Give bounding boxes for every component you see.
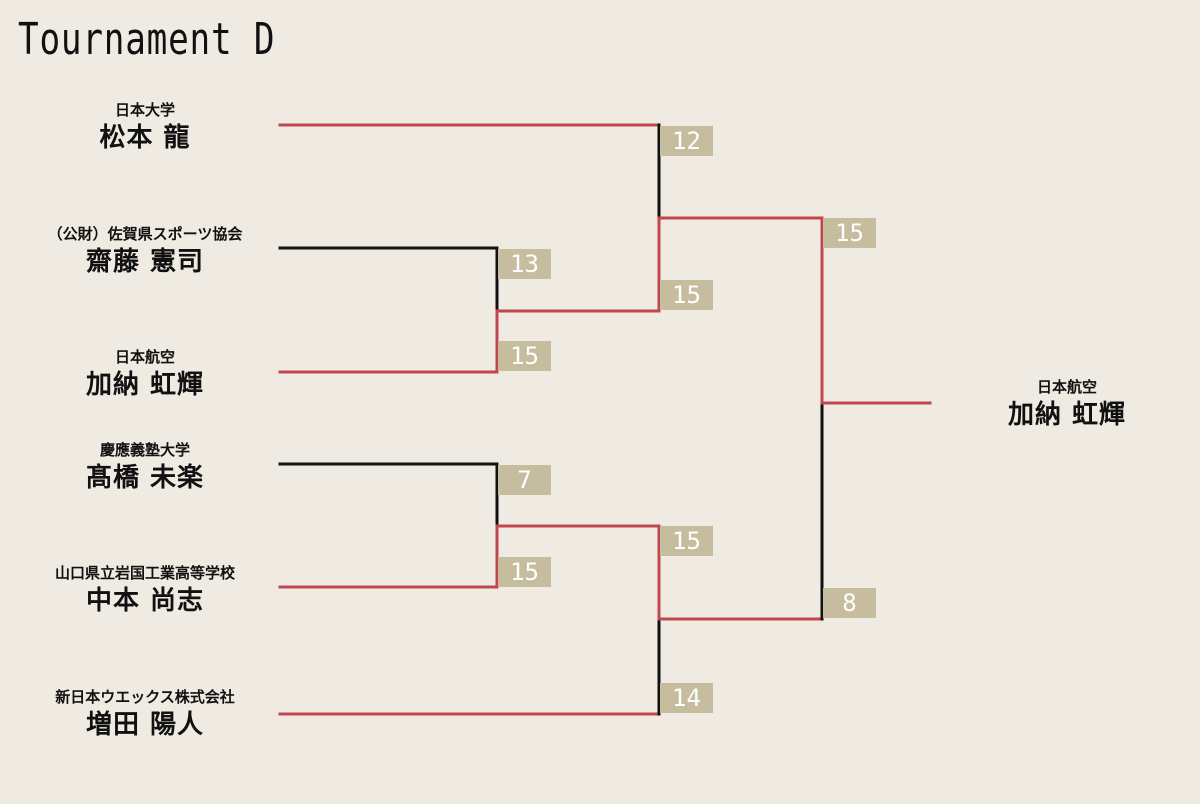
- player-org: 日本大学: [114, 101, 175, 119]
- score-final-bottom: 8: [823, 588, 876, 618]
- winner-org: 日本航空: [1036, 378, 1097, 396]
- player-1: 日本大学 松本 龍: [15, 100, 275, 156]
- score-r1-m2-top: 7: [498, 465, 551, 495]
- bracket-title: Tournament D: [18, 14, 276, 65]
- bracket-line-p2: [278, 246, 499, 313]
- player-name: 増田 陽人: [85, 710, 205, 740]
- player-2: （公財）佐賀県スポーツ協会 齋藤 憲司: [15, 224, 275, 280]
- score-r1-m2-bottom: 15: [498, 557, 551, 587]
- bracket-line-p4: [278, 462, 499, 528]
- player-org: （公財）佐賀県スポーツ協会: [47, 225, 243, 243]
- player-org: 山口県立岩国工業高等学校: [54, 564, 235, 582]
- bracket-line-p5: [278, 524, 499, 589]
- bracket-line-p3: [278, 309, 499, 374]
- score-r1-m1-bottom: 15: [498, 341, 551, 371]
- player-name: 中本 尚志: [85, 586, 205, 616]
- player-org: 日本航空: [114, 348, 175, 366]
- player-3: 日本航空 加納 虹輝: [15, 347, 275, 403]
- player-org: 慶應義塾大学: [99, 441, 190, 459]
- player-name: 齋藤 憲司: [85, 247, 205, 277]
- score-r1-m1-top: 13: [498, 249, 551, 279]
- score-r2-m2-top: 15: [660, 526, 713, 556]
- score-final-top: 15: [823, 218, 876, 248]
- tournament-winner: 日本航空 加納 虹輝: [937, 377, 1197, 433]
- score-r2-m1-top: 12: [660, 126, 713, 156]
- player-name: 加納 虹輝: [85, 370, 205, 400]
- player-name: 松本 龍: [99, 123, 191, 153]
- winner-name: 加納 虹輝: [1007, 400, 1127, 430]
- score-r2-m1-bottom: 15: [660, 280, 713, 310]
- score-r2-m2-bottom: 14: [660, 683, 713, 713]
- player-org: 新日本ウエックス株式会社: [55, 688, 235, 706]
- player-6: 新日本ウエックス株式会社 増田 陽人: [15, 687, 275, 743]
- player-5: 山口県立岩国工業高等学校 中本 尚志: [15, 563, 275, 619]
- player-4: 慶應義塾大学 髙橋 未楽: [15, 440, 275, 496]
- player-name: 髙橋 未楽: [85, 463, 205, 493]
